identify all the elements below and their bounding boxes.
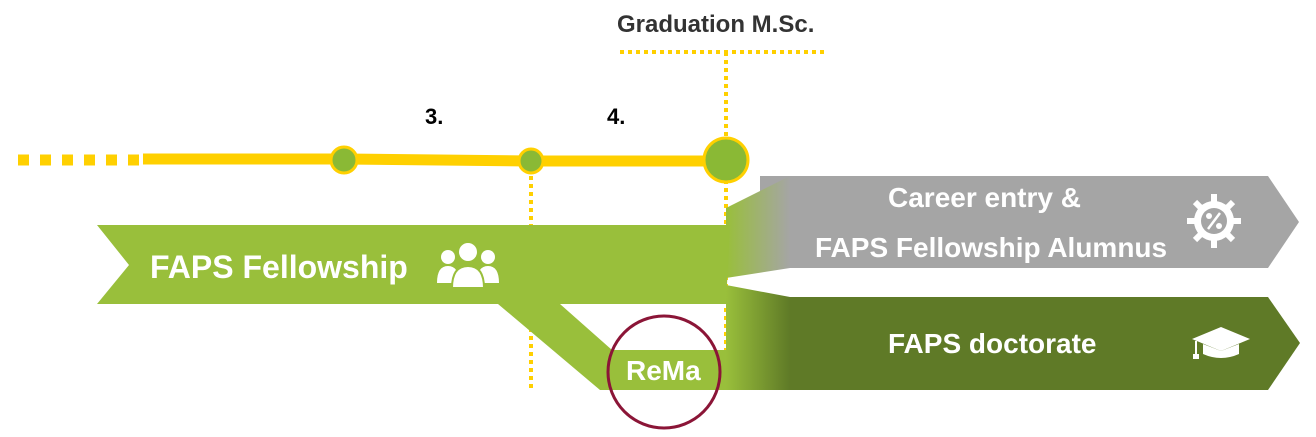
graduation-label: Graduation M.Sc. [617,11,815,38]
graduation-cap-icon [1192,327,1250,359]
rema-branch [498,304,612,390]
timeline-node-3 [329,145,359,175]
doctorate-arrow-fade [726,285,790,390]
doctorate-arrow [770,297,1300,390]
doctorate-label: FAPS doctorate [888,328,1097,359]
gear-percent-icon [1187,194,1241,248]
semester-3-label: 3. [425,104,444,129]
semester-4-label: 4. [607,104,626,129]
rema-circle [606,314,722,430]
rema-label: ReMa [626,355,701,386]
people-group-icon [437,241,499,289]
fellowship-band [97,225,730,304]
career-entry-arrow-fade [726,176,790,278]
timeline-node-graduation [702,136,750,184]
career-entry-arrow [760,176,1299,268]
timeline-node-4 [517,147,545,175]
timeline-line [143,153,726,167]
rema-bar [600,350,726,390]
career-entry-line2: FAPS Fellowship Alumnus [815,232,1168,263]
fellowship-label: FAPS Fellowship [150,249,408,285]
career-entry-line1: Career entry & [888,182,1081,213]
